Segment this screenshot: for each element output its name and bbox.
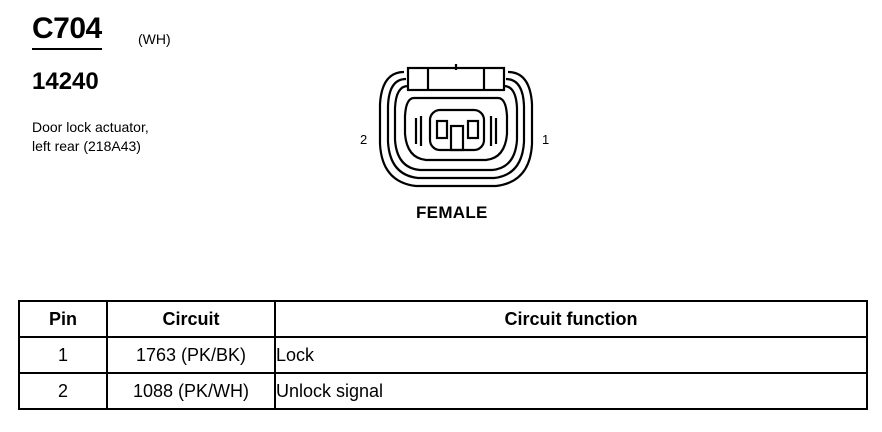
description-line: Door lock actuator, xyxy=(32,119,149,135)
pin-housing xyxy=(428,108,486,152)
connector-id: C704 xyxy=(32,12,102,50)
table-row: 2 1088 (PK/WH) Unlock signal xyxy=(18,372,868,410)
pin-table: Pin Circuit Circuit function 1 1763 (PK/… xyxy=(18,300,868,410)
connector-shell xyxy=(378,70,534,188)
header-pin: Pin xyxy=(18,300,108,338)
connector-description: Door lock actuator, left rear (218A43) xyxy=(32,118,149,156)
table-header-row: Pin Circuit Circuit function xyxy=(18,300,868,338)
table-row: 1 1763 (PK/BK) Lock xyxy=(18,336,868,374)
connector-face-diagram xyxy=(378,64,534,188)
header-circuit-function: Circuit function xyxy=(274,300,868,338)
cell-circuit: 1763 (PK/BK) xyxy=(106,336,276,374)
part-number: 14240 xyxy=(32,68,99,95)
latch-tab xyxy=(406,66,506,92)
keying-rib xyxy=(449,124,465,152)
connector-color-code: (WH) xyxy=(138,31,171,47)
pin-1-label: 1 xyxy=(542,132,550,147)
cell-pin: 1 xyxy=(18,336,108,374)
cell-pin: 2 xyxy=(18,372,108,410)
cell-circuit-function: Lock xyxy=(274,336,868,374)
description-line: left rear (218A43) xyxy=(32,138,141,154)
terminal-pin-1 xyxy=(466,119,480,140)
header-circuit: Circuit xyxy=(106,300,276,338)
terminal-pin-2 xyxy=(435,119,449,140)
cell-circuit-function: Unlock signal xyxy=(274,372,868,410)
cell-circuit: 1088 (PK/WH) xyxy=(106,372,276,410)
pin-2-label: 2 xyxy=(360,132,368,147)
connector-cavity xyxy=(403,96,509,162)
connector-gender-label: FEMALE xyxy=(416,203,488,222)
